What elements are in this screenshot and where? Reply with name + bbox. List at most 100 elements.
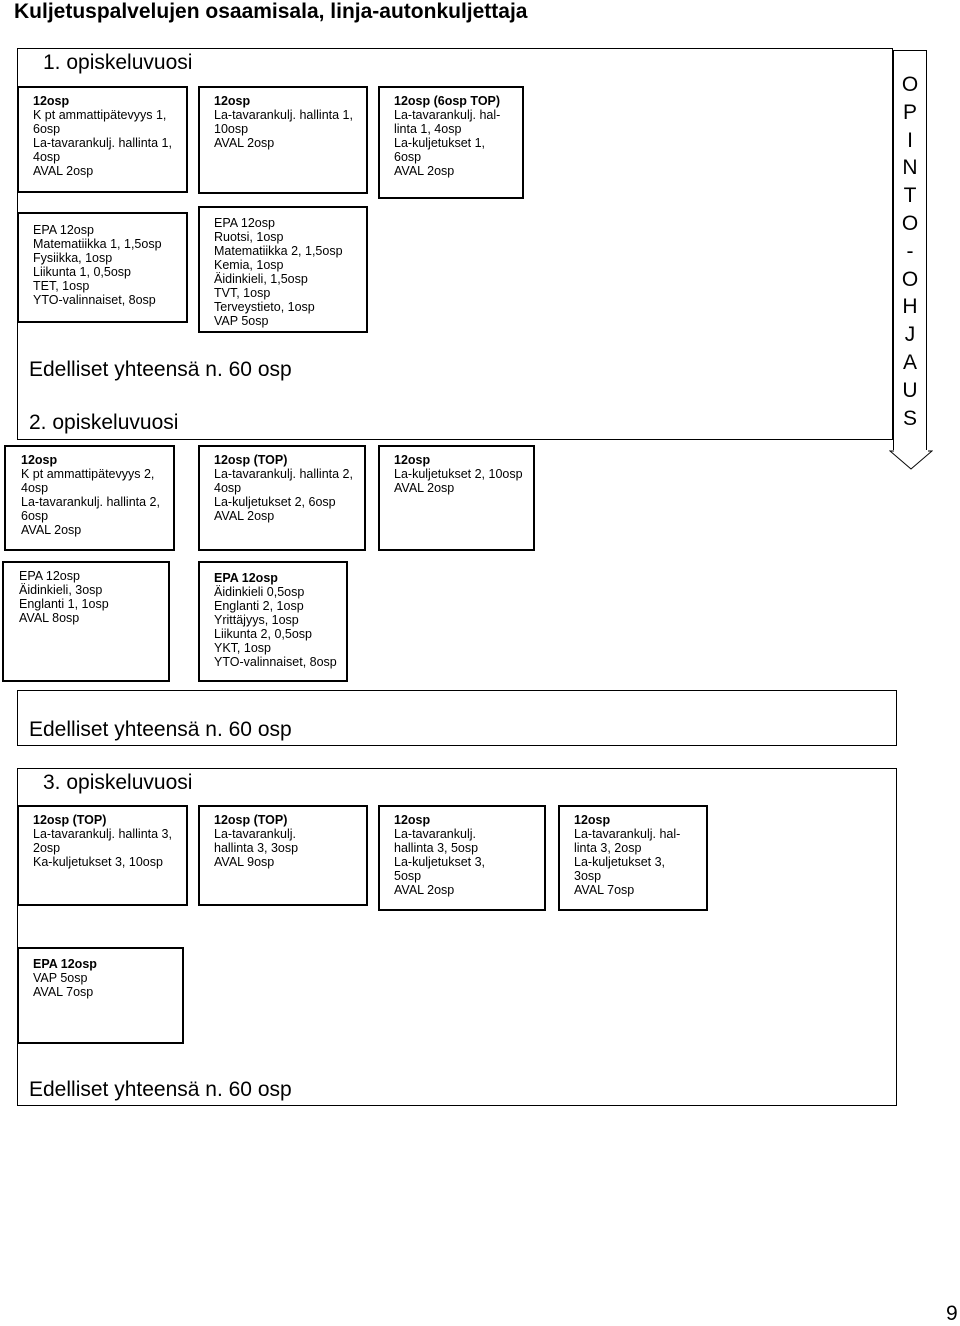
box-line: La-kuljetukset 1, bbox=[394, 136, 486, 150]
box-line: AVAL 2osp bbox=[33, 164, 94, 178]
side-letter: P bbox=[902, 100, 917, 124]
box-line: K pt ammattipätevyys 2, bbox=[21, 467, 155, 481]
course-box: 12osp La-kuljetukset 2, 10osp AVAL 2osp bbox=[378, 445, 535, 551]
course-box: 12osp (TOP) La-tavarankulj. hallinta 3, … bbox=[198, 805, 368, 906]
box-line: La-tavarankulj. hallinta 2, bbox=[214, 467, 353, 481]
box-line: Kemia, 1osp bbox=[214, 258, 284, 272]
box-line: La-tavarankulj. hallinta 1, bbox=[33, 136, 172, 150]
side-letter: N bbox=[902, 156, 918, 180]
year2-frame bbox=[17, 690, 897, 746]
side-letter: A bbox=[902, 350, 917, 374]
box-header: 12osp (TOP) bbox=[214, 453, 288, 467]
box-line: Liikunta 2, 0,5osp bbox=[214, 627, 312, 641]
page-title: Kuljetuspalvelujen osaamisala, linja-aut… bbox=[14, 0, 528, 23]
box-line: YTO-valinnaiset, 8osp bbox=[33, 293, 156, 307]
course-box: 12osp La-tavarankulj. hal- linta 3, 2osp… bbox=[558, 805, 708, 911]
box-line: La-kuljetukset 2, 10osp bbox=[394, 467, 523, 481]
side-letter: H bbox=[902, 295, 918, 319]
box-line: K pt ammattipätevyys 1, bbox=[33, 108, 167, 122]
box-header: EPA 12osp bbox=[214, 571, 278, 585]
year2-label: 2. opiskeluvuosi bbox=[29, 411, 179, 434]
page-number: 9 bbox=[946, 1302, 958, 1325]
course-box: EPA 12osp Ruotsi, 1osp Matematiikka 2, 1… bbox=[198, 206, 368, 333]
box-line: AVAL 7osp bbox=[574, 883, 635, 897]
box-line: 3osp bbox=[574, 869, 602, 883]
box-line: La-tavarankulj. bbox=[394, 827, 476, 841]
side-letter: O bbox=[901, 73, 919, 96]
box-line: La-tavarankulj. bbox=[214, 827, 296, 841]
course-box: EPA 12osp VAP 5osp AVAL 7osp bbox=[17, 947, 184, 1044]
box-line: AVAL 2osp bbox=[394, 164, 455, 178]
course-box: 12osp (TOP) La-tavarankulj. hallinta 2, … bbox=[198, 445, 366, 551]
box-line: La-tavarankulj. hal- bbox=[574, 827, 681, 841]
box-line: Ruotsi, 1osp bbox=[214, 230, 284, 244]
box-header: 12osp (6osp TOP) bbox=[394, 94, 501, 108]
box-line: VAP 5osp bbox=[33, 971, 88, 985]
box-line: hallinta 3, 3osp bbox=[214, 841, 299, 855]
course-box: EPA 12osp Äidinkieli, 3osp Englanti 1, 1… bbox=[2, 561, 170, 682]
box-line: La-tavarankulj. hal- bbox=[394, 108, 501, 122]
box-line: 2osp bbox=[33, 841, 61, 855]
box-line: 4osp bbox=[21, 481, 49, 495]
year3-label: 3. opiskeluvuosi bbox=[43, 771, 193, 794]
box-line: Äidinkieli, 1,5osp bbox=[214, 272, 308, 286]
box-line: YKT, 1osp bbox=[214, 641, 271, 655]
side-letter: U bbox=[902, 378, 918, 402]
box-line: Matematiikka 1, 1,5osp bbox=[33, 237, 162, 251]
year1-total: Edelliset yhteensä n. 60 osp bbox=[29, 358, 292, 381]
box-line: TVT, 1osp bbox=[214, 286, 271, 300]
course-box: 12osp (6osp TOP) La-tavarankulj. hal- li… bbox=[378, 86, 524, 199]
box-line: 4osp bbox=[33, 150, 61, 164]
box-header: EPA 12osp bbox=[33, 223, 94, 237]
box-line: 6osp bbox=[33, 122, 61, 136]
box-line: VAP 5osp bbox=[214, 314, 269, 328]
box-header: EPA 12osp bbox=[19, 569, 80, 583]
box-header: 12osp bbox=[33, 94, 70, 108]
side-letter: O bbox=[901, 211, 919, 235]
box-line: AVAL 7osp bbox=[33, 985, 94, 999]
side-letter: T bbox=[903, 184, 917, 208]
box-line: AVAL 2osp bbox=[214, 136, 275, 150]
box-line: AVAL 2osp bbox=[21, 523, 82, 537]
box-header: 12osp bbox=[394, 813, 431, 827]
box-line: Yrittäjyys, 1osp bbox=[214, 613, 299, 627]
box-line: Englanti 2, 1osp bbox=[214, 599, 304, 613]
course-box: 12osp K pt ammattipätevyys 2, 4osp La-ta… bbox=[4, 445, 175, 551]
side-letter: I bbox=[907, 128, 913, 152]
box-line: La-kuljetukset 2, 6osp bbox=[214, 495, 336, 509]
box-line: 5osp bbox=[394, 869, 422, 883]
box-header: 12osp bbox=[214, 94, 251, 108]
box-header: 12osp (TOP) bbox=[33, 813, 107, 827]
course-box: EPA 12osp Matematiikka 1, 1,5osp Fysiikk… bbox=[17, 212, 188, 323]
course-box: 12osp (TOP) La-tavarankulj. hallinta 3, … bbox=[17, 805, 188, 906]
year1-label: 1. opiskeluvuosi bbox=[43, 51, 193, 74]
box-line: Matematiikka 2, 1,5osp bbox=[214, 244, 343, 258]
box-line: La-tavarankulj. hallinta 3, bbox=[33, 827, 172, 841]
box-header: 12osp bbox=[21, 453, 58, 467]
box-line: 6osp bbox=[394, 150, 422, 164]
box-line: Äidinkieli 0,5osp bbox=[214, 585, 305, 599]
box-line: La-tavarankulj. hallinta 1, bbox=[214, 108, 353, 122]
box-line: La-kuljetukset 3, bbox=[394, 855, 486, 869]
box-line: Englanti 1, 1osp bbox=[19, 597, 109, 611]
year3-frame bbox=[17, 768, 897, 1106]
box-header: 12osp bbox=[574, 813, 611, 827]
box-line: AVAL 2osp bbox=[394, 481, 455, 495]
box-line: AVAL 2osp bbox=[394, 883, 455, 897]
box-line: Fysiikka, 1osp bbox=[33, 251, 113, 265]
year3-total: Edelliset yhteensä n. 60 osp bbox=[29, 1078, 292, 1101]
course-box: 12osp K pt ammattipätevyys 1, 6osp La-ta… bbox=[17, 86, 188, 193]
box-header: EPA 12osp bbox=[33, 957, 97, 971]
box-line: AVAL 8osp bbox=[19, 611, 80, 625]
box-line: YTO-valinnaiset, 8osp bbox=[214, 655, 337, 669]
box-line: TET, 1osp bbox=[33, 279, 90, 293]
box-line: AVAL 9osp bbox=[214, 855, 275, 869]
side-letter: O bbox=[901, 267, 919, 291]
box-line: La-kuljetukset 3, bbox=[574, 855, 666, 869]
box-header: 12osp bbox=[394, 453, 431, 467]
side-letter: J bbox=[904, 323, 916, 347]
box-header: 12osp (TOP) bbox=[214, 813, 288, 827]
year2-total: Edelliset yhteensä n. 60 osp bbox=[29, 718, 292, 741]
box-line: 6osp bbox=[21, 509, 49, 523]
box-line: La-tavarankulj. hallinta 2, bbox=[21, 495, 160, 509]
